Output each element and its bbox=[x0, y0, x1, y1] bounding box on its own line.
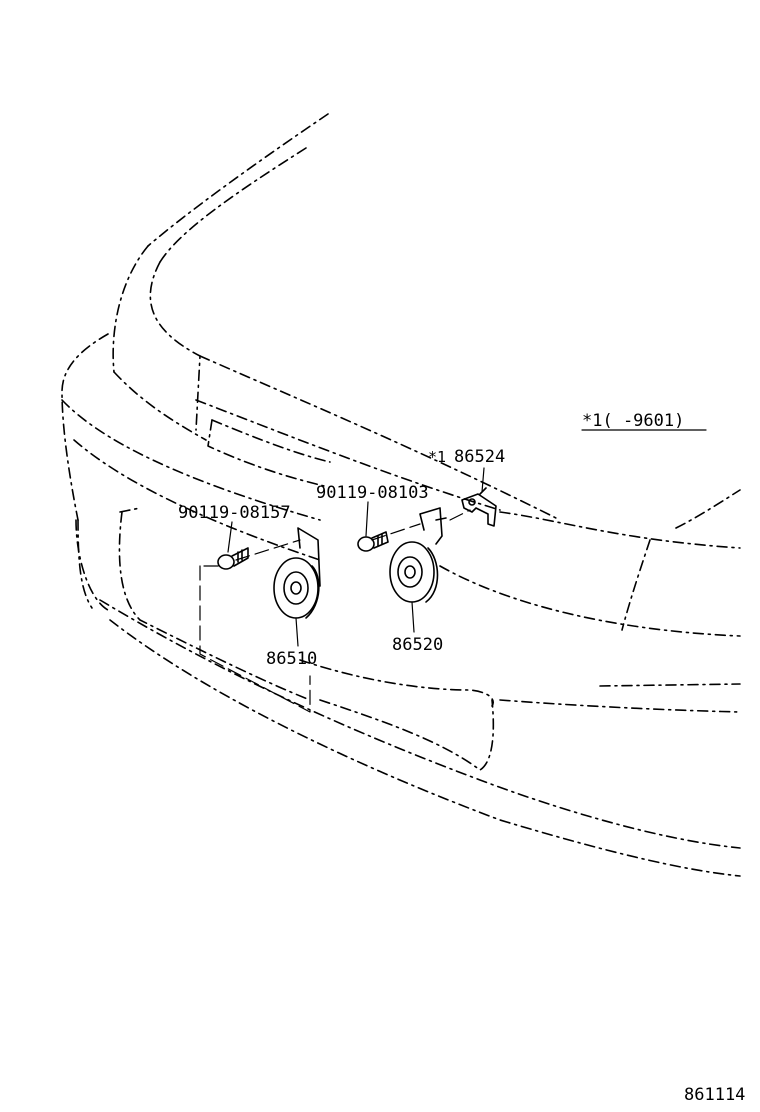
bolt-left-part-number: 90119-08157 bbox=[178, 503, 291, 523]
leader-lines bbox=[227, 429, 707, 647]
horn-left-part-number: 86510 bbox=[266, 649, 317, 669]
left-horn-reference-frame bbox=[199, 509, 471, 713]
bolt-right bbox=[357, 531, 389, 552]
diagram-id: 861114 bbox=[684, 1085, 745, 1105]
bolt-right-part-number: 90119-08103 bbox=[316, 483, 429, 503]
car-body-outline bbox=[61, 113, 741, 877]
bolt-left bbox=[217, 547, 249, 570]
bracket-86524 bbox=[461, 487, 497, 527]
bracket-note-marker: *1 bbox=[428, 448, 446, 466]
horn-right bbox=[389, 507, 447, 603]
bracket-part-number: 86524 bbox=[454, 447, 505, 467]
horn-right-part-number: 86520 bbox=[392, 635, 443, 655]
variant-note: *1( -9601) bbox=[582, 411, 684, 431]
